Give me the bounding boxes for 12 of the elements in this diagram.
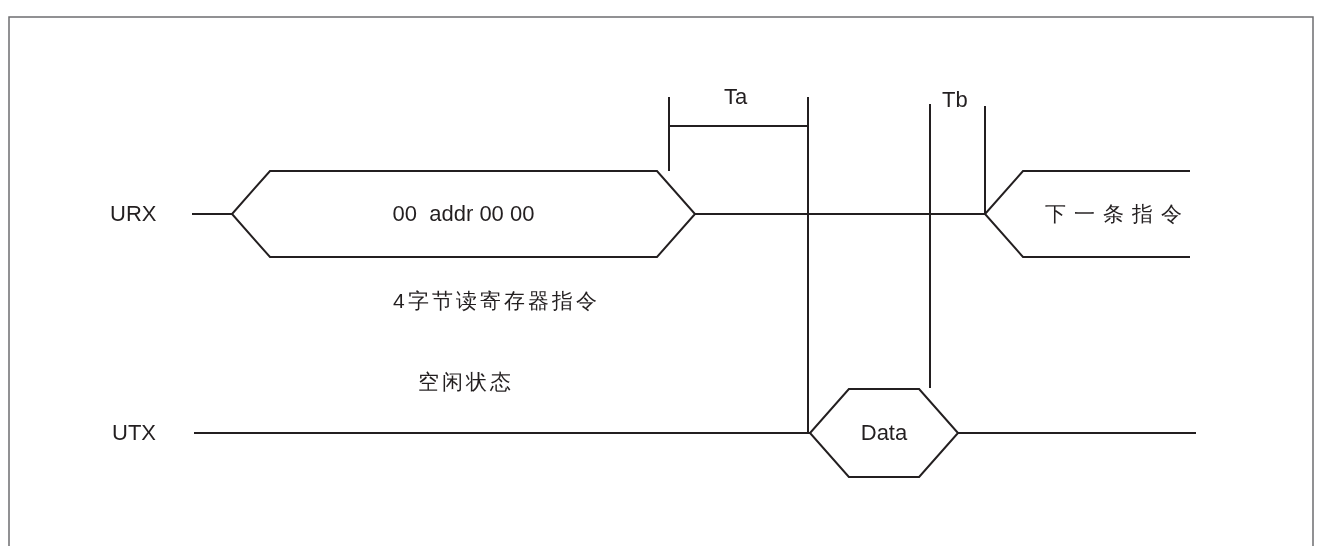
timing-label: Ta (724, 84, 748, 110)
signal-line (694, 213, 986, 215)
signal-line (193, 432, 811, 434)
caption-text: 4字节读寄存器指令 (393, 288, 600, 314)
signal-line (957, 432, 1197, 434)
signal-line (191, 213, 233, 215)
segment-label: Data (860, 420, 908, 446)
signal-name: URX (110, 201, 157, 227)
timing-label: Tb (942, 87, 968, 113)
segment-label: 00 addr 00 00 (392, 201, 535, 227)
segment-label: 下一条指令 (1045, 201, 1190, 227)
signal-name: UTX (112, 420, 156, 446)
